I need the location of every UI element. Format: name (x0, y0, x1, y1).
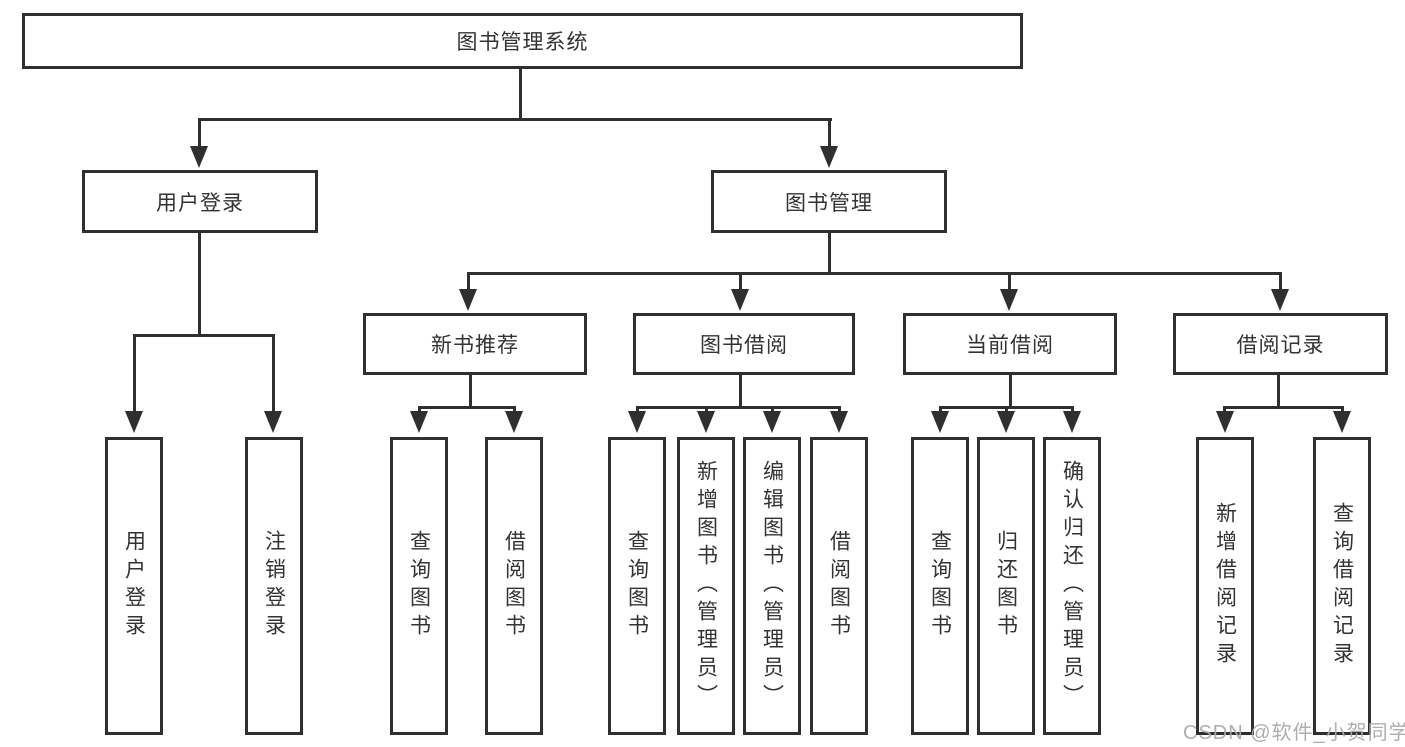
connector-new-book-bar (418, 406, 516, 409)
connector-user-login-bar (133, 334, 275, 337)
connector-level3-bar (467, 272, 1282, 275)
arrowhead-icon (697, 411, 715, 433)
node-borrow-record-label: 借阅记录 (1236, 334, 1325, 357)
node-book-management: 图书管理 (711, 170, 947, 233)
node-current-borrow: 当前借阅 (903, 313, 1117, 375)
node-root-label: 图书管理系统 (456, 31, 589, 54)
connector-shaft (513, 406, 516, 414)
node-root: 图书管理系统 (22, 13, 1023, 69)
leaf-logout: 注销登录 (245, 437, 303, 735)
connector-root-bar (198, 118, 832, 121)
csdn-watermark: CSDN @软件_小贺同学 (1183, 722, 1405, 744)
connector-shaft-book-borrow (739, 272, 742, 290)
arrowhead-icon (997, 411, 1015, 433)
connector-shaft-current-borrow (1008, 272, 1011, 290)
leaf-query-books-recommend: 查询图书 (390, 437, 448, 735)
node-new-book-recommend: 新书推荐 (363, 313, 587, 375)
leaf-confirm-return-admin-label: 确认归还（管理员） (1060, 460, 1084, 712)
connector-book-borrow-bar (636, 406, 841, 409)
arrowhead-icon (459, 289, 477, 311)
leaf-query-borrow-record-label: 查询借阅记录 (1330, 502, 1354, 670)
connector-shaft (1223, 406, 1226, 414)
node-book-borrow: 图书借阅 (633, 313, 855, 375)
connector-borrow-record-stem (1277, 375, 1280, 409)
connector-shaft-book-management (828, 118, 831, 150)
connector-shaft (771, 406, 774, 414)
leaf-query-borrow-record: 查询借阅记录 (1313, 437, 1371, 735)
connector-shaft (1071, 406, 1074, 414)
arrowhead-icon (931, 411, 949, 433)
connector-shaft-leaf-login (133, 334, 136, 414)
connector-shaft-borrow-record (1279, 272, 1282, 290)
node-borrow-record: 借阅记录 (1173, 313, 1388, 375)
arrowhead-icon (264, 411, 282, 433)
node-new-book-recommend-label: 新书推荐 (431, 334, 519, 357)
arrowhead-icon (1333, 411, 1351, 433)
leaf-borrow-books: 借阅图书 (810, 437, 868, 735)
leaf-add-books-admin: 新增图书（管理员） (677, 437, 735, 735)
leaf-query-books-current-label: 查询图书 (928, 530, 952, 642)
arrowhead-icon (1063, 411, 1081, 433)
leaf-user-login-label: 用户登录 (122, 530, 146, 642)
connector-borrow-record-bar (1223, 406, 1344, 409)
arrowhead-icon (763, 411, 781, 433)
connector-book-management-stem (828, 233, 831, 275)
leaf-edit-books-admin-label: 编辑图书（管理员） (760, 460, 784, 712)
connector-shaft-new-book (467, 272, 470, 290)
node-current-borrow-label: 当前借阅 (966, 334, 1054, 357)
arrowhead-icon (820, 146, 838, 168)
leaf-borrow-books-recommend: 借阅图书 (485, 437, 543, 735)
arrowhead-icon (190, 146, 208, 168)
leaf-logout-label: 注销登录 (262, 530, 286, 642)
connector-shaft (418, 406, 421, 414)
leaf-borrow-books-label: 借阅图书 (827, 530, 851, 642)
leaf-query-books-borrow: 查询图书 (608, 437, 666, 735)
leaf-return-books: 归还图书 (977, 437, 1035, 735)
connector-shaft-leaf-logout (272, 334, 275, 414)
node-user-login-label: 用户登录 (156, 191, 244, 215)
arrowhead-icon (1216, 411, 1234, 433)
leaf-query-books-borrow-label: 查询图书 (625, 530, 649, 642)
connector-root-stem (519, 68, 522, 121)
leaf-borrow-books-recommend-label: 借阅图书 (502, 530, 526, 642)
arrowhead-icon (505, 411, 523, 433)
leaf-add-books-admin-label: 新增图书（管理员） (694, 460, 718, 712)
node-book-management-label: 图书管理 (785, 191, 873, 215)
leaf-query-books-current: 查询图书 (911, 437, 969, 735)
arrowhead-icon (410, 411, 428, 433)
arrowhead-icon (1000, 289, 1018, 311)
connector-shaft-user-login (198, 118, 201, 150)
node-user-login: 用户登录 (82, 170, 318, 233)
arrowhead-icon (125, 411, 143, 433)
node-book-borrow-label: 图书借阅 (700, 334, 788, 357)
connector-shaft (705, 406, 708, 414)
leaf-query-books-recommend-label: 查询图书 (407, 530, 431, 642)
connector-shaft (636, 406, 639, 414)
leaf-edit-books-admin: 编辑图书（管理员） (743, 437, 801, 735)
leaf-return-books-label: 归还图书 (994, 530, 1018, 642)
connector-shaft (1005, 406, 1008, 414)
arrowhead-icon (731, 289, 749, 311)
connector-book-borrow-stem (739, 375, 742, 409)
connector-current-borrow-stem (1009, 375, 1012, 409)
connector-shaft (1341, 406, 1344, 414)
leaf-user-login: 用户登录 (105, 437, 163, 735)
connector-new-book-stem (469, 375, 472, 409)
arrowhead-icon (1271, 289, 1289, 311)
connector-shaft (939, 406, 942, 414)
leaf-add-borrow-record: 新增借阅记录 (1196, 437, 1254, 735)
arrowhead-icon (830, 411, 848, 433)
arrowhead-icon (628, 411, 646, 433)
leaf-add-borrow-record-label: 新增借阅记录 (1213, 502, 1237, 670)
leaf-confirm-return-admin: 确认归还（管理员） (1043, 437, 1101, 735)
connector-shaft (838, 406, 841, 414)
connector-user-login-stem (198, 233, 201, 337)
